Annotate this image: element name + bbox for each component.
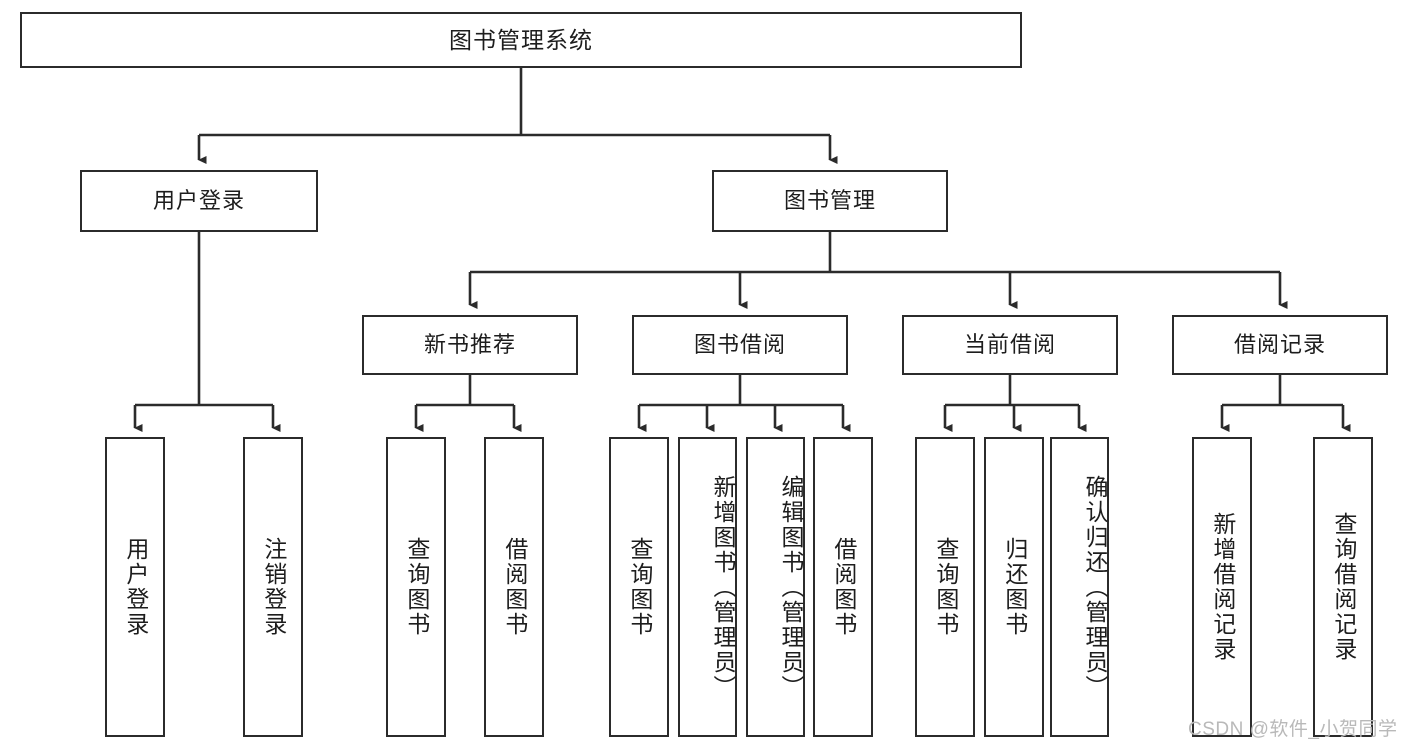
node-root[interactable]: 图书管理系统: [20, 12, 1022, 68]
node-leaf-borrow-book-rec[interactable]: 借阅图书: [484, 437, 544, 737]
node-leaf-confirm-return-label: 确认归还（管理员）: [1082, 474, 1108, 700]
node-book-manage[interactable]: 图书管理: [712, 170, 948, 232]
edge-group-user-login: [133, 232, 281, 433]
node-leaf-query-record[interactable]: 查询借阅记录: [1313, 437, 1373, 737]
node-leaf-query-book-cur[interactable]: 查询图书: [915, 437, 975, 737]
node-leaf-query-book-label: 查询图书: [626, 537, 653, 637]
node-leaf-query-record-label: 查询借阅记录: [1330, 512, 1357, 662]
node-leaf-add-book-label: 新增图书（管理员）: [710, 474, 736, 700]
csdn-watermark: CSDN @软件_小贺同学: [1188, 719, 1398, 740]
node-leaf-query-book-rec[interactable]: 查询图书: [386, 437, 446, 737]
node-leaf-query-book-cur-label: 查询图书: [932, 537, 959, 637]
node-leaf-add-book[interactable]: 新增图书（管理员）: [678, 437, 737, 737]
node-user-login-label: 用户登录: [152, 188, 245, 213]
node-leaf-user-login-label: 用户登录: [122, 537, 149, 637]
node-current-borrow[interactable]: 当前借阅: [902, 315, 1118, 375]
node-leaf-user-logout-label: 注销登录: [260, 537, 287, 637]
node-leaf-edit-book[interactable]: 编辑图书（管理员）: [746, 437, 805, 737]
node-leaf-return-book[interactable]: 归还图书: [984, 437, 1044, 737]
node-user-login[interactable]: 用户登录: [80, 170, 318, 232]
node-leaf-confirm-return[interactable]: 确认归还（管理员）: [1050, 437, 1109, 737]
node-new-book-rec[interactable]: 新书推荐: [362, 315, 578, 375]
node-book-manage-label: 图书管理: [783, 188, 876, 213]
node-current-borrow-label: 当前借阅: [963, 332, 1056, 357]
edge-group-book-manage: [468, 232, 1288, 310]
node-book-borrow-label: 图书借阅: [693, 332, 786, 357]
edge-group-book-borrow: [637, 375, 851, 433]
node-leaf-borrow-book-label: 借阅图书: [830, 537, 857, 637]
node-leaf-return-book-label: 归还图书: [1001, 537, 1028, 637]
node-borrow-record[interactable]: 借阅记录: [1172, 315, 1388, 375]
node-leaf-add-record-label: 新增借阅记录: [1209, 512, 1236, 662]
node-leaf-edit-book-label: 编辑图书（管理员）: [778, 474, 804, 700]
edge-group-borrow-record: [1220, 375, 1351, 433]
node-root-label: 图书管理系统: [449, 26, 593, 53]
node-leaf-borrow-book-rec-label: 借阅图书: [501, 537, 528, 637]
node-leaf-add-record[interactable]: 新增借阅记录: [1192, 437, 1252, 737]
edge-group-root: [197, 68, 838, 165]
node-borrow-record-label: 借阅记录: [1233, 332, 1326, 357]
node-book-borrow[interactable]: 图书借阅: [632, 315, 848, 375]
node-leaf-borrow-book[interactable]: 借阅图书: [813, 437, 873, 737]
edge-group-new-book-rec: [414, 375, 522, 433]
node-new-book-rec-label: 新书推荐: [423, 332, 516, 357]
edge-group-current-borrow: [943, 375, 1087, 433]
node-leaf-query-book-rec-label: 查询图书: [403, 537, 430, 637]
node-leaf-user-login[interactable]: 用户登录: [105, 437, 165, 737]
node-leaf-user-logout[interactable]: 注销登录: [243, 437, 303, 737]
node-leaf-query-book[interactable]: 查询图书: [609, 437, 669, 737]
